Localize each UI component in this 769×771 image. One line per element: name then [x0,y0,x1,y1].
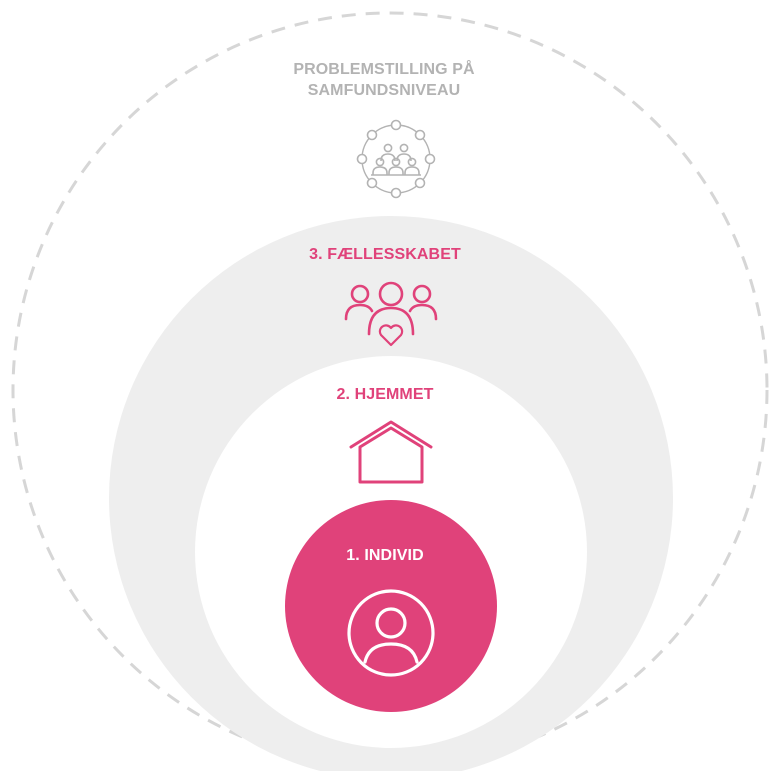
person-circle-icon [347,589,435,677]
home-level-label: 2. HJEMMET [336,386,434,403]
society-network-icon [356,119,436,199]
society-level-label: PROBLEMSTILLING PÅ SAMFUNDSNIVEAU [234,59,534,101]
individual-circle [285,500,497,712]
individual-level-label: 1. INDIVID [346,547,424,564]
community-people-heart-icon [344,281,438,347]
society-label-line-1: PROBLEMSTILLING PÅ [293,61,475,78]
society-label-line-2: SAMFUNDSNIVEAU [307,82,461,99]
community-level-label: 3. FÆLLESSKABET [309,246,461,263]
house-icon [349,420,433,484]
